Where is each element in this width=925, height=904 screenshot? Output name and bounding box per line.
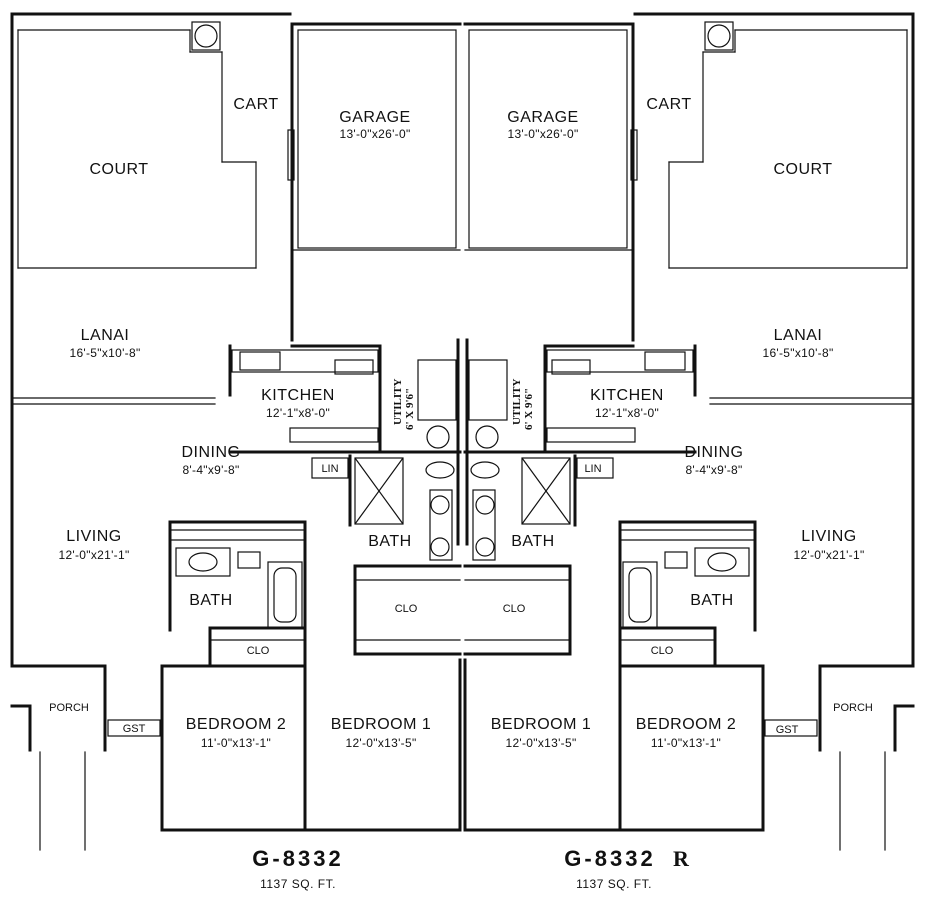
right-unit-labels: COURT CART GARAGE 13'-0"x26'-0" LANAI 16… [491,96,873,891]
utility-label: UTILITY [511,378,523,425]
dining-size: 8'-4"x9'-8" [685,463,742,477]
garage-label: GARAGE [507,109,578,126]
garage-size: 13'-0"x26'-0" [507,127,578,141]
right-unit-walls [463,12,915,851]
dining-size: 8'-4"x9'-8" [182,463,239,477]
linen-label: LIN [321,463,338,475]
bedroom1-label: BEDROOM 1 [331,716,432,733]
lanai-label: LANAI [81,327,130,344]
porch-label: PORCH [49,702,89,714]
bath2-label: BATH [189,592,232,609]
bedroom1-size: 12'-0"x13'-5" [505,736,576,750]
court-label: COURT [773,161,832,178]
kitchen-label: KITCHEN [590,387,664,404]
left-unit-walls [10,12,462,851]
linen-label: LIN [584,463,601,475]
main-bath-label: BATH [368,533,411,550]
square-footage: 1137 SQ. FT. [576,877,652,891]
living-label: LIVING [66,528,121,545]
bedroom2-label: BEDROOM 2 [186,716,287,733]
utility-size: 6' X 9'6" [404,388,416,430]
dining-label: DINING [182,444,241,461]
dining-label: DINING [685,444,744,461]
lanai-label: LANAI [774,327,823,344]
bedroom1-label: BEDROOM 1 [491,716,592,733]
kitchen-size: 12'-1"x8'-0" [266,406,330,420]
closet-large-label: CLO [395,603,418,615]
lanai-size: 16'-5"x10'-8" [69,346,140,360]
cart-label: CART [646,96,691,113]
living-size: 12'-0"x21'-1" [58,548,129,562]
living-label: LIVING [801,528,856,545]
garage-label: GARAGE [339,109,410,126]
bedroom1-size: 12'-0"x13'-5" [345,736,416,750]
closet-small-label: CLO [651,645,674,657]
closet-small-label: CLO [247,645,270,657]
closet-large-label: CLO [503,603,526,615]
court-label: COURT [89,161,148,178]
plan-number: G-8332 [564,846,655,871]
porch-label: PORCH [833,702,873,714]
left-unit-labels: COURT CART GARAGE 13'-0"x26'-0" LANAI 16… [49,96,431,891]
living-size: 12'-0"x21'-1" [793,548,864,562]
main-bath-label: BATH [511,533,554,550]
bedroom2-size: 11'-0"x13'-1" [201,736,271,750]
garage-size: 13'-0"x26'-0" [339,127,410,141]
kitchen-size: 12'-1"x8'-0" [595,406,659,420]
utility-label: UTILITY [392,378,404,425]
square-footage: 1137 SQ. FT. [260,877,336,891]
bath2-label: BATH [690,592,733,609]
plan-number: G-8332 [252,846,343,871]
kitchen-label: KITCHEN [261,387,335,404]
cart-label: CART [233,96,278,113]
utility-size: 6' X 9'6" [523,388,535,430]
bedroom2-size: 11'-0"x13'-1" [651,736,721,750]
guest-label: GST [776,724,799,736]
bedroom2-label: BEDROOM 2 [636,716,737,733]
guest-label: GST [123,723,146,735]
lanai-size: 16'-5"x10'-8" [762,346,833,360]
plan-suffix: R [673,846,690,871]
